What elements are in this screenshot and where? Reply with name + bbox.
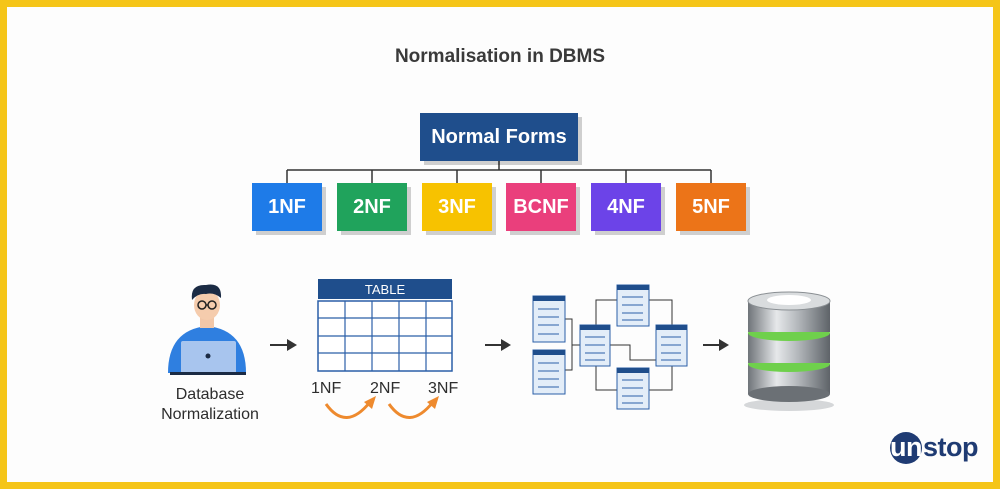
curved-arrow-icon <box>387 396 439 419</box>
step-label-1nf: 1NF <box>311 380 342 397</box>
unstop-logo: unstop <box>890 432 979 464</box>
caption-line-2: Normalization <box>161 406 259 423</box>
logo-text: stop <box>923 432 979 462</box>
logo-badge: un <box>890 432 923 464</box>
step-label-2nf: 2NF <box>370 380 401 397</box>
nf-box-1nf: 1NF <box>252 183 322 231</box>
nf-box-5nf: 5NF <box>676 183 746 231</box>
schema-table-icon <box>655 324 688 367</box>
schema-table-icon <box>532 349 566 395</box>
nf-box-bcnf: BCNF <box>506 183 576 231</box>
schema-table-icon <box>616 367 650 410</box>
step-label-3nf: 3NF <box>428 380 459 397</box>
schema-table-icon <box>532 295 566 343</box>
person-caption: Database Normalization <box>140 385 280 425</box>
arrow-right-icon <box>270 339 297 351</box>
nf-box-3nf: 3NF <box>422 183 492 231</box>
schema-table-icon <box>616 284 650 327</box>
schema-table-icon <box>579 324 611 367</box>
arrow-right-icon <box>485 339 511 351</box>
normal-forms-box: Normal Forms <box>420 113 578 161</box>
curved-arrow-icon <box>324 396 376 419</box>
nf-box-2nf: 2NF <box>337 183 407 231</box>
table-header: TABLE <box>318 279 452 299</box>
page-title: Normalisation in DBMS <box>394 46 606 67</box>
nf-box-4nf: 4NF <box>591 183 661 231</box>
arrow-right-icon <box>703 339 729 351</box>
caption-line-1: Database <box>175 386 245 403</box>
